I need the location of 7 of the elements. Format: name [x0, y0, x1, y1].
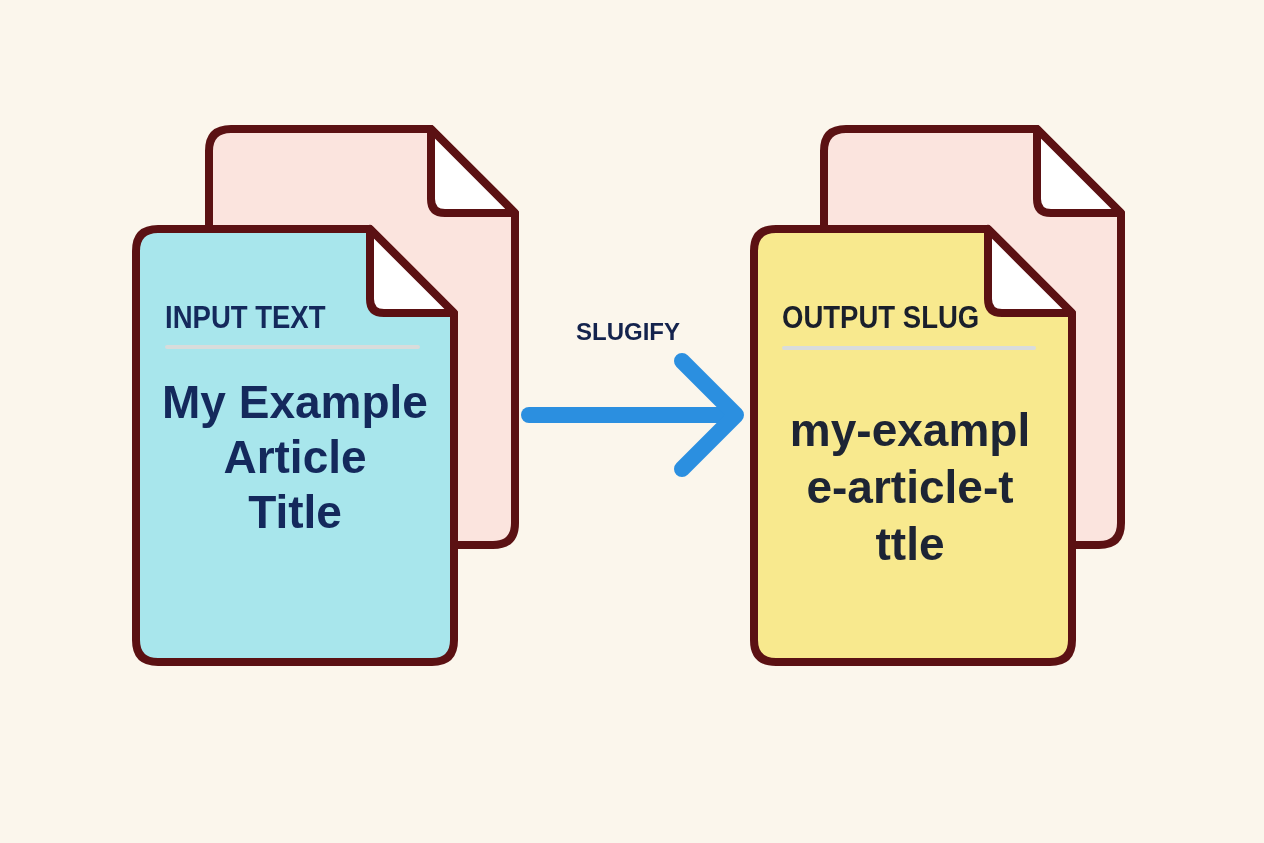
heading: OUTPUT SLUG — [782, 299, 980, 335]
body-text: My Example Article Title — [161, 375, 429, 540]
document-stack — [750, 125, 1125, 666]
arrow — [521, 353, 744, 477]
document-stack — [132, 125, 519, 666]
body-text: my-exampl e-article-t ttle — [788, 403, 1032, 572]
heading: INPUT TEXT — [165, 299, 326, 335]
